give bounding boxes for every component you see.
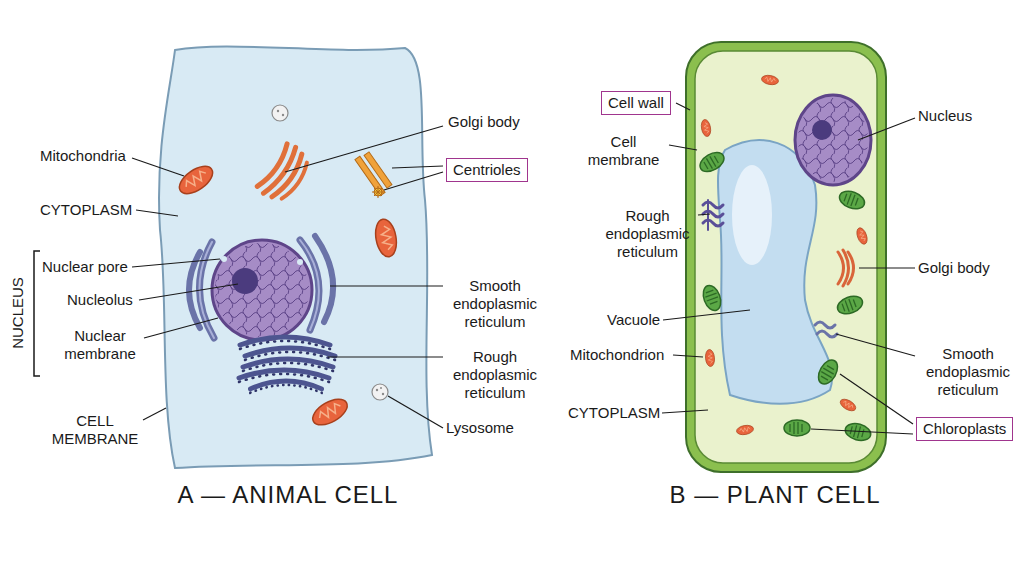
- part-label: Mitochondrion: [570, 346, 664, 364]
- nucleus-bracket: [34, 251, 40, 376]
- box-text: Centrioles: [453, 161, 521, 179]
- part-label: Rough endoplasmic reticulum: [445, 348, 545, 402]
- golgi-body: [838, 250, 854, 286]
- figure-label: A — ANIMAL CELL: [178, 481, 399, 509]
- part-label: Vacuole: [607, 311, 660, 329]
- part-label: Nucleus: [918, 107, 972, 125]
- centrioles: [355, 152, 392, 198]
- plant-cell: [686, 42, 886, 472]
- box-text: Cell wall: [608, 94, 664, 112]
- boxed-label: Centrioles: [446, 158, 528, 182]
- part-label: Smooth endoplasmic reticulum: [918, 345, 1018, 399]
- part-label: Mitochondria: [40, 147, 126, 165]
- part-label: Nuclear pore: [42, 258, 128, 276]
- boxed-label: Cell wall: [601, 91, 671, 115]
- part-label: Cell membrane: [581, 133, 666, 169]
- part-label: Nuclear membrane: [60, 327, 140, 363]
- box-text: Chloroplasts: [923, 420, 1006, 438]
- part-label: Lysosome: [446, 419, 514, 437]
- boxed-label: Chloroplasts: [916, 417, 1013, 441]
- nucleus: [212, 240, 312, 340]
- rough-er: [239, 337, 335, 393]
- rough-er: [703, 200, 723, 230]
- part-label: Rough endoplasmic reticulum: [600, 207, 695, 261]
- part-label: Nucleolus: [67, 291, 133, 309]
- part-label: CYTOPLASM: [40, 201, 132, 219]
- smooth-er: [815, 322, 837, 337]
- part-label: CYTOPLASM: [568, 404, 660, 422]
- animal-cell: [159, 46, 432, 468]
- golgi-body: [256, 142, 314, 206]
- part-label: Golgi body: [918, 259, 990, 277]
- group-label: NUCLEUS: [9, 277, 27, 349]
- part-label: Golgi body: [448, 113, 520, 131]
- leader-lines: [132, 103, 915, 434]
- part-label: CELL MEMBRANE: [45, 412, 145, 448]
- part-label: Smooth endoplasmic reticulum: [445, 277, 545, 331]
- figure-label: B — PLANT CELL: [670, 481, 881, 509]
